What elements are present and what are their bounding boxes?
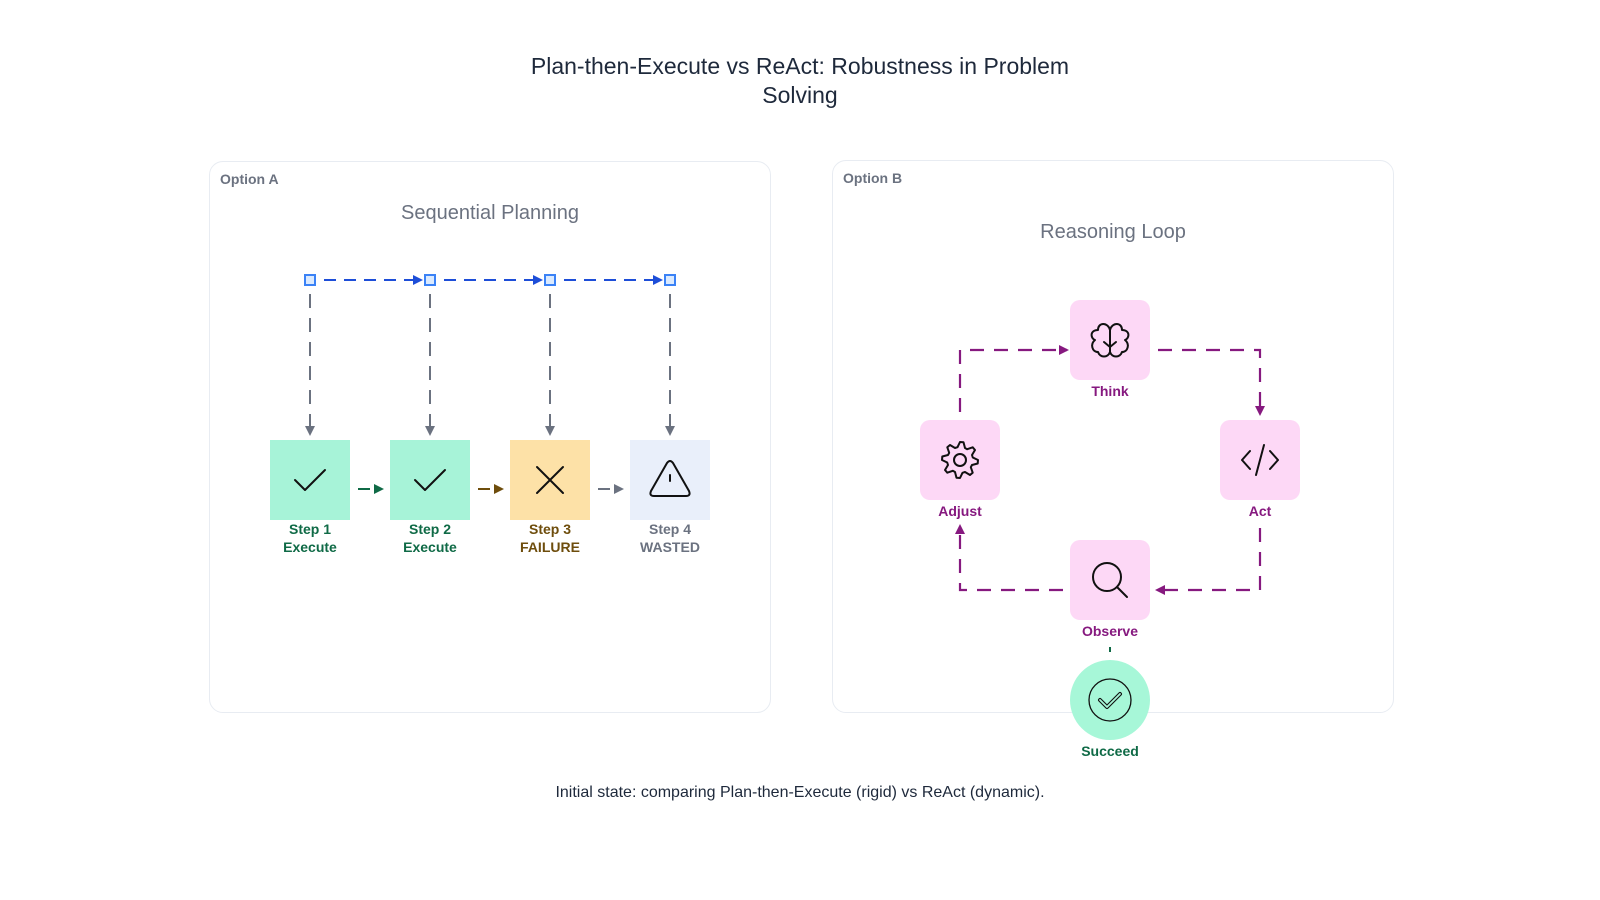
loop-label-act-line: Act: [1248, 503, 1272, 519]
step-box: [270, 440, 350, 520]
step-label-line: Execute: [403, 539, 457, 555]
step-label: Step 3 FAILURE: [490, 520, 610, 556]
title-line-2: Solving: [762, 82, 838, 108]
loop-label-observe-line: Observe: [1081, 623, 1139, 639]
step-label-line: Step 2: [408, 521, 451, 537]
option-a-label: Option A: [220, 171, 279, 187]
loop-arrow-adjust-think: [958, 345, 1069, 412]
page-title: Plan-then-Execute vs ReAct: Robustness i…: [0, 52, 1600, 110]
option-a-panel: Option A Sequential Planning: [209, 161, 771, 713]
loop-node-adjust: [920, 420, 1000, 500]
loop-layer: [920, 300, 1300, 740]
title-line-1: Plan-then-Execute vs ReAct: Robustness i…: [530, 53, 1070, 79]
loop-label-think: Think: [1050, 382, 1170, 400]
loop-label-think-line: Think: [1091, 383, 1129, 399]
step-label-line: Step 4: [648, 521, 691, 537]
step-label-line: Step 3: [528, 521, 571, 537]
success-label-line: Succeed: [1081, 743, 1139, 759]
option-b-label: Option B: [843, 170, 903, 186]
success-node: [1070, 660, 1150, 740]
step-label-line: WASTED: [640, 539, 700, 555]
plan-node: [424, 274, 436, 286]
step-label-line: FAILURE: [520, 539, 580, 555]
warning-icon: [649, 460, 691, 497]
check-circle-icon: [1088, 678, 1132, 722]
step-label-line: Execute: [283, 539, 337, 555]
loop-arrow-think-act: [1158, 348, 1265, 416]
x-icon: [536, 466, 564, 494]
step-box: [390, 440, 470, 520]
option-a-title: Sequential Planning: [401, 202, 579, 224]
loop-node-observe: [1070, 540, 1150, 620]
loop-label-adjust-line: Adjust: [938, 503, 982, 519]
loop-label-act: Act: [1200, 502, 1320, 520]
plan-node: [304, 274, 316, 286]
loop-label-adjust: Adjust: [900, 502, 1020, 520]
success-label: Succeed: [1050, 742, 1170, 760]
check-icon: [414, 469, 446, 491]
code-icon: [1241, 444, 1279, 476]
step-label: Step 1 Execute: [250, 520, 370, 556]
search-icon: [1092, 562, 1128, 598]
loop-arrow-observe-adjust: [955, 524, 1063, 592]
plan-node: [664, 274, 676, 286]
gear-icon: [941, 441, 979, 479]
option-b-title: Reasoning Loop: [1040, 221, 1186, 243]
caption: Initial state: comparing Plan-then-Execu…: [555, 784, 1045, 801]
step-label-line: Step 1: [288, 521, 331, 537]
step-label: Step 4 WASTED: [610, 520, 730, 556]
step-label: Step 2 Execute: [370, 520, 490, 556]
plan-layer: [270, 274, 710, 520]
loop-arrow-act-observe: [1155, 528, 1262, 595]
check-icon: [294, 469, 326, 491]
brain-icon: [1090, 323, 1130, 358]
plan-node: [544, 274, 556, 286]
loop-label-observe: Observe: [1050, 622, 1170, 640]
